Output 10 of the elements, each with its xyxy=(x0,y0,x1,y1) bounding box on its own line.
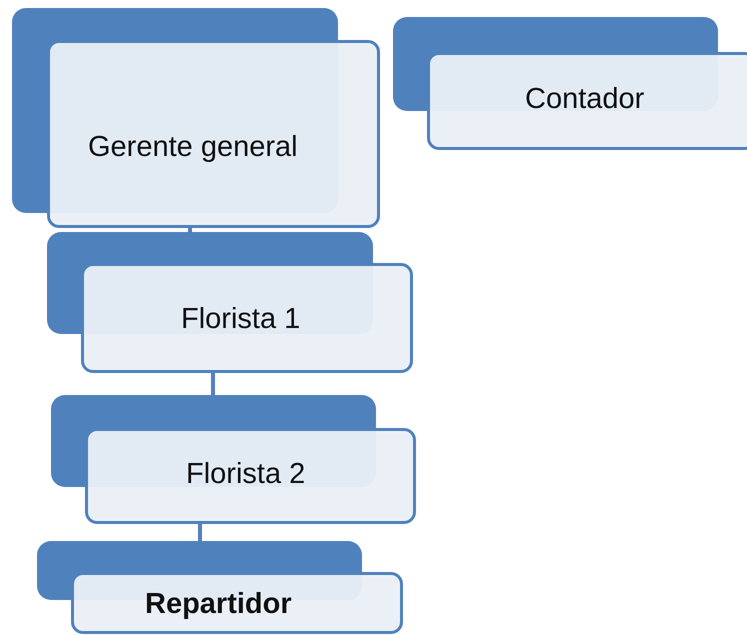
position-box xyxy=(427,52,747,150)
position-title: Florista 1 xyxy=(181,303,300,336)
position-title: Florista 2 xyxy=(186,458,306,491)
position-box xyxy=(85,428,416,524)
position-box xyxy=(81,263,413,373)
position-box xyxy=(47,40,380,228)
position-box xyxy=(71,572,403,634)
position-title: Contador xyxy=(525,83,644,116)
position-title: Repartidor xyxy=(145,588,292,621)
position-title: Gerente general xyxy=(88,131,298,164)
